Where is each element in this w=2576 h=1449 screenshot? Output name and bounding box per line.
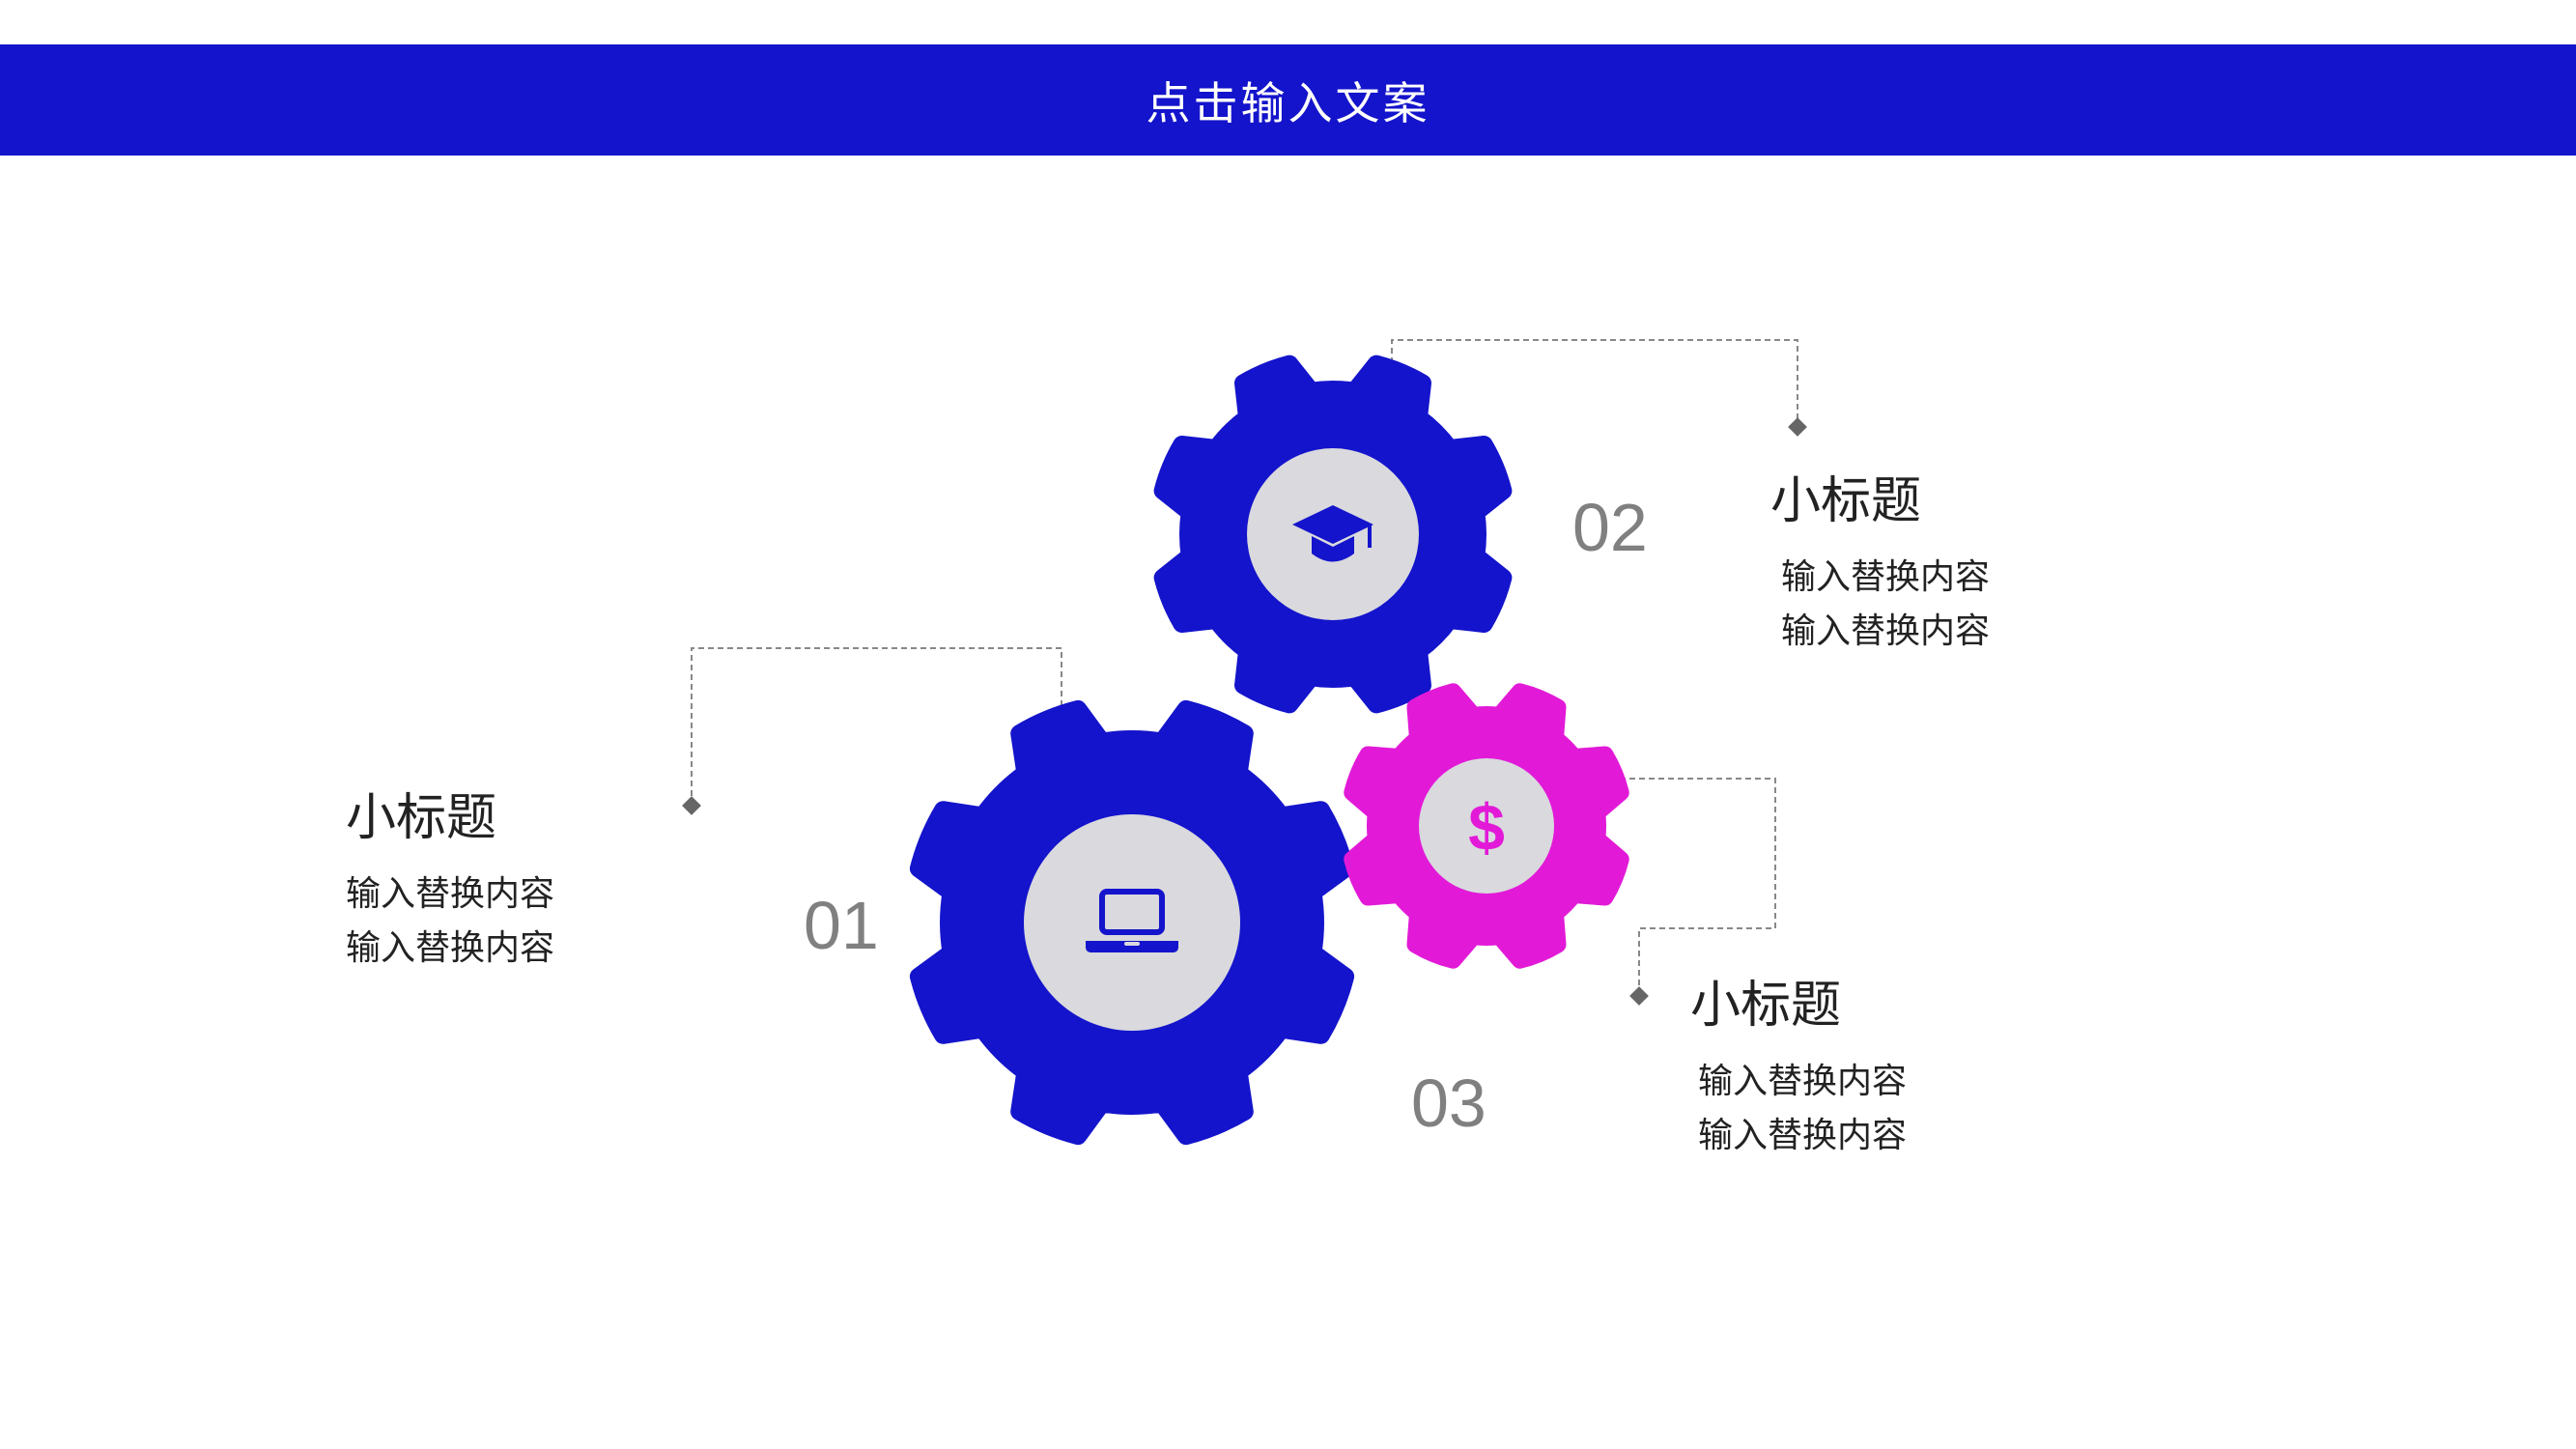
gear-02 [1153,355,1513,714]
gear-03: $ [1344,683,1629,969]
description-line: 输入替换内容 [346,874,555,915]
gear-03-center [1419,758,1554,894]
laptop-icon [1086,889,1178,952]
text-block-01: 小标题 输入替换内容 输入替换内容 [346,788,554,976]
subtitle-03: 小标题 [1690,977,1842,1035]
connector-dot [1629,986,1649,1006]
gear-01-center [1024,814,1240,1031]
step-number-02: 02 [1572,490,1648,565]
gear-01 [909,699,1355,1146]
header-bar: 点击输入文案 [0,44,2576,156]
step-number-03: 03 [1411,1065,1486,1141]
text-block-03: 小标题 输入替换内容 输入替换内容 [1690,976,1907,1163]
connector-03 [1600,778,1776,996]
connector-02 [1391,339,1798,427]
graduation-cap-icon [1292,505,1373,562]
step-number-01: 01 [804,888,879,963]
description-line: 输入替换内容 [1698,1062,1908,1102]
description-line: 输入替换内容 [1698,1116,1908,1156]
description-line: 输入替换内容 [1781,557,1991,598]
description-line: 输入替换内容 [1781,611,1991,652]
dollar-icon: $ [1468,791,1505,865]
subtitle-01: 小标题 [346,789,497,847]
description-line: 输入替换内容 [346,928,555,969]
page-title: 点击输入文案 [1146,76,1430,129]
subtitle-02: 小标题 [1770,472,1922,530]
connector-01 [691,647,1062,806]
connector-dot [1788,417,1807,437]
connector-dot [682,796,701,815]
text-block-02: 小标题 输入替换内容 输入替换内容 [1770,471,1990,659]
